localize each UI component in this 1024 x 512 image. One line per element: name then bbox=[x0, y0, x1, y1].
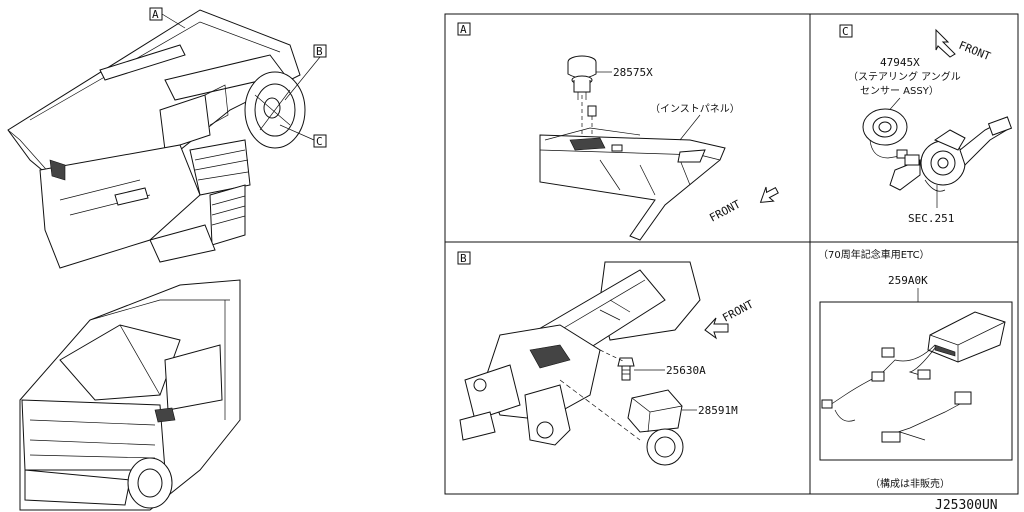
part-number-259a0k: 259A0K bbox=[888, 274, 928, 287]
section-ref-251: SEC.251 bbox=[908, 212, 954, 225]
front-arrow-a-icon bbox=[759, 186, 779, 203]
vehicle-overview bbox=[19, 279, 241, 511]
panel-b: B FRONT 25630A bbox=[457, 251, 756, 466]
combination-switch bbox=[889, 116, 1013, 192]
etc-antenna bbox=[881, 391, 972, 443]
steering-angle-sensor bbox=[862, 108, 908, 159]
diagram-code: J25300UN bbox=[935, 498, 998, 512]
panel-a-letter: A bbox=[460, 23, 467, 36]
callout-c-letter: C bbox=[316, 135, 323, 148]
instrument-panel-note: （インストパネル） bbox=[650, 103, 740, 115]
instrument-panel bbox=[539, 127, 726, 241]
part-desc-line2: センサー ASSY） bbox=[860, 85, 939, 97]
panel-b-letter: B bbox=[460, 252, 467, 265]
front-arrow-b-icon bbox=[704, 317, 729, 340]
panel-a: A 28575X （インストパネル） FRONT bbox=[457, 22, 779, 241]
sensor-28591m bbox=[627, 389, 684, 466]
steering-column bbox=[459, 261, 701, 446]
etc-header: （70周年記念車用ETC） bbox=[818, 248, 930, 261]
part-number-47945x: 47945X bbox=[880, 56, 920, 69]
panel-etc: （70周年記念車用ETC） 259A0K （構成は非販売） bbox=[818, 248, 1013, 490]
part-number-25630a: 25630A bbox=[666, 364, 706, 377]
etc-unit bbox=[927, 311, 1006, 363]
wiring-harness bbox=[821, 344, 936, 422]
dashboard-overview: A B C bbox=[7, 7, 327, 269]
part-number-28591m: 28591M bbox=[698, 404, 738, 417]
front-arrow-c-icon bbox=[935, 28, 956, 58]
callout-a-letter: A bbox=[152, 8, 159, 21]
part-number-28575x: 28575X bbox=[613, 66, 653, 79]
switch-28575x bbox=[567, 55, 597, 117]
callout-c-box bbox=[313, 134, 327, 148]
bolt-25630a bbox=[617, 357, 635, 381]
callout-b-letter: B bbox=[316, 45, 323, 58]
part-desc-line1: （ステアリング アングル bbox=[848, 70, 961, 83]
etc-footnote: （構成は非販売） bbox=[870, 477, 950, 490]
panel-c-letter: C bbox=[842, 25, 849, 38]
